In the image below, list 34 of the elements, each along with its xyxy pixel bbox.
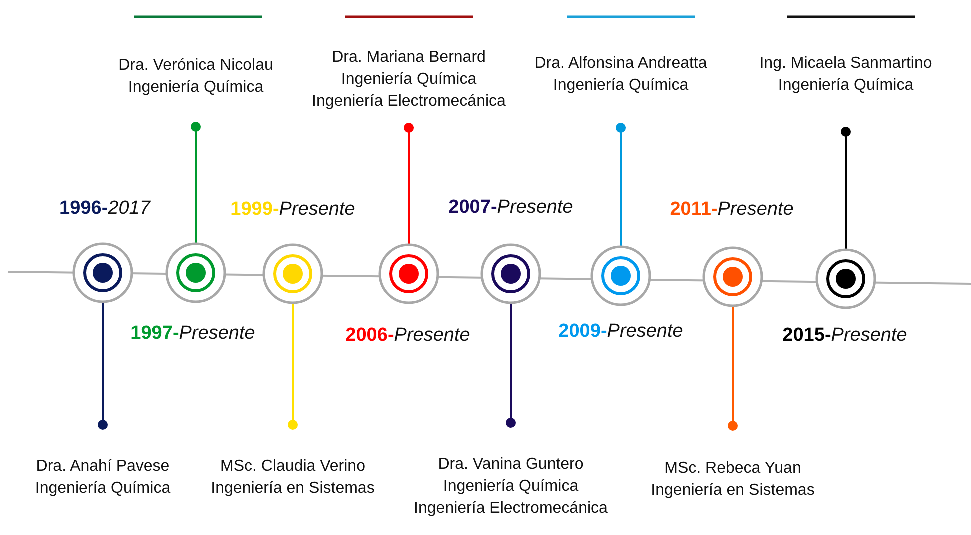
date-range: 2006-Presente bbox=[346, 325, 470, 347]
degree-text: Ingeniería Química bbox=[553, 76, 689, 96]
leader-line bbox=[728, 306, 738, 431]
person-name: MSc. Rebeca Yuan bbox=[664, 459, 802, 479]
date-range: 1999-Presente bbox=[230, 199, 356, 221]
leader-line bbox=[616, 123, 626, 247]
degree-text: Ingeniería Electromecánica bbox=[312, 92, 506, 112]
person-name: Ing. Micaela Sanmartino bbox=[760, 54, 932, 74]
leader-line bbox=[841, 127, 851, 250]
person-name: Dra. Mariana Bernard bbox=[332, 48, 486, 68]
degree-text: Ingeniería Química bbox=[778, 76, 914, 96]
date-range: 2011-Presente bbox=[670, 199, 794, 221]
degree-text: Ingeniería Química bbox=[128, 78, 264, 98]
date-range: 2009-Presente bbox=[558, 321, 684, 343]
leader-line bbox=[288, 303, 298, 430]
date-range: 2007-Presente bbox=[448, 197, 574, 219]
date-range: 1997-Presente bbox=[130, 323, 256, 345]
degree-text: Ingeniería Electromecánica bbox=[414, 499, 608, 519]
degree-text: Ingeniería en Sistemas bbox=[211, 479, 375, 499]
person-name: Dra. Verónica Nicolau bbox=[118, 56, 274, 76]
leader-line bbox=[404, 123, 414, 245]
person-name: Dra. Vanina Guntero bbox=[438, 455, 584, 475]
leader-line bbox=[98, 302, 108, 430]
degree-text: Ingeniería en Sistemas bbox=[651, 481, 815, 501]
degree-text: Ingeniería Química bbox=[443, 477, 579, 497]
date-range: 1996-2017 bbox=[60, 198, 150, 220]
degree-text: Ingeniería Química bbox=[35, 479, 171, 499]
degree-text: Ingeniería Química bbox=[341, 70, 477, 90]
leader-line bbox=[506, 303, 516, 428]
person-name: Dra. Anahí Pavese bbox=[36, 457, 170, 477]
person-name: Dra. Alfonsina Andreatta bbox=[534, 54, 708, 74]
person-name: MSc. Claudia Verino bbox=[220, 457, 366, 477]
leader-line bbox=[191, 122, 201, 244]
date-range: 2015-Presente bbox=[782, 325, 908, 347]
